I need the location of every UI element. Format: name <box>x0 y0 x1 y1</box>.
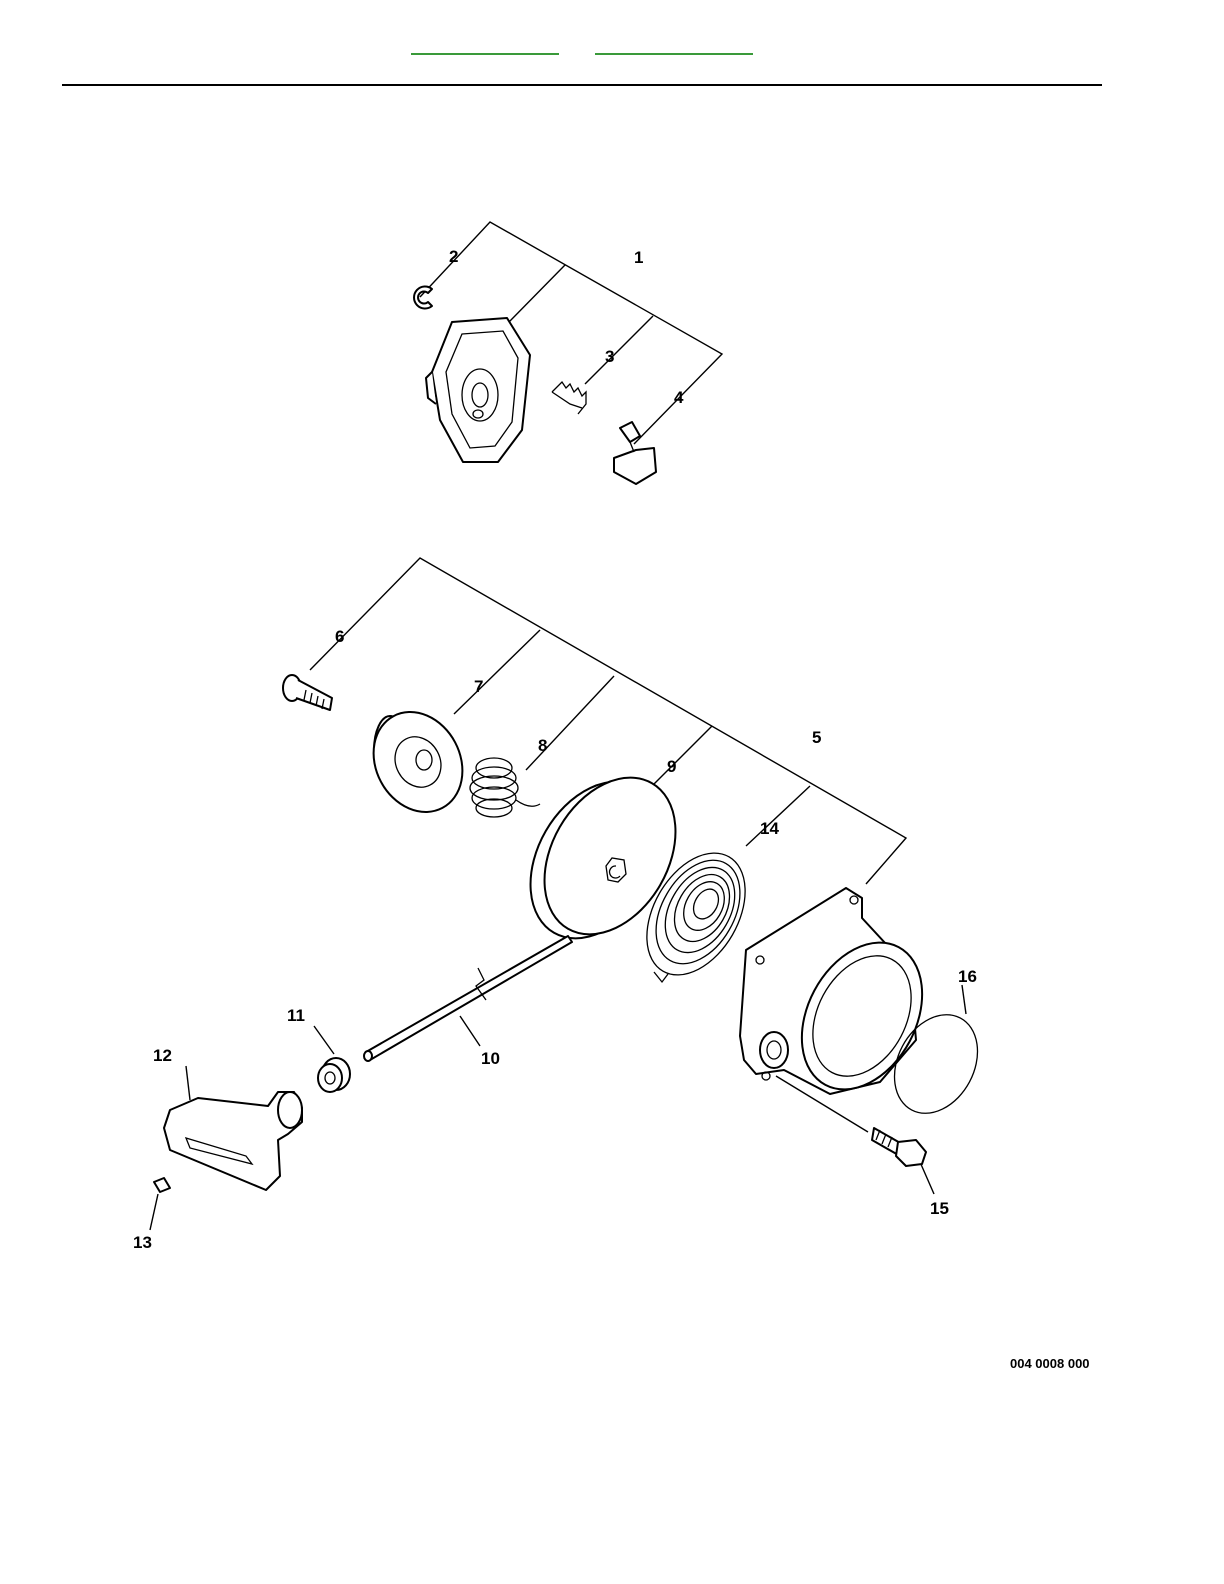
callout-9: 9 <box>667 757 676 776</box>
callout-4: 4 <box>674 388 684 407</box>
callout-14: 14 <box>760 819 779 838</box>
pawl-spring-part <box>552 382 586 414</box>
pawl-plate-part <box>426 318 530 462</box>
callout-7: 7 <box>474 677 483 696</box>
callout-10: 10 <box>481 1049 500 1068</box>
callout-3: 3 <box>605 347 614 366</box>
callout-11: 11 <box>287 1006 305 1025</box>
callout-6: 6 <box>335 627 344 646</box>
starter-case-part <box>740 888 946 1110</box>
screw-part <box>283 675 332 710</box>
pawl-part <box>614 422 656 484</box>
callout-13: 13 <box>133 1233 152 1252</box>
callout-2: 2 <box>449 247 458 266</box>
callout-8: 8 <box>538 736 547 755</box>
callout-12: 12 <box>153 1046 172 1065</box>
grommet-part <box>318 1058 350 1092</box>
e-clip-part <box>414 287 432 309</box>
callout-labels: 1 2 3 4 5 6 7 8 9 10 11 12 13 14 15 16 <box>133 247 977 1252</box>
reel-part <box>357 696 480 827</box>
callout-5: 5 <box>812 728 821 747</box>
callout-15: 15 <box>930 1199 949 1218</box>
callout-1: 1 <box>634 248 643 267</box>
figure-code: 004 0008 000 <box>1010 1356 1090 1371</box>
callout-16: 16 <box>958 967 977 986</box>
handle-part <box>164 1092 302 1190</box>
pulley-part <box>504 754 702 961</box>
bolt-part <box>872 1128 926 1166</box>
knot-insert-part <box>154 1178 170 1192</box>
starter-rope-part <box>364 936 572 1061</box>
